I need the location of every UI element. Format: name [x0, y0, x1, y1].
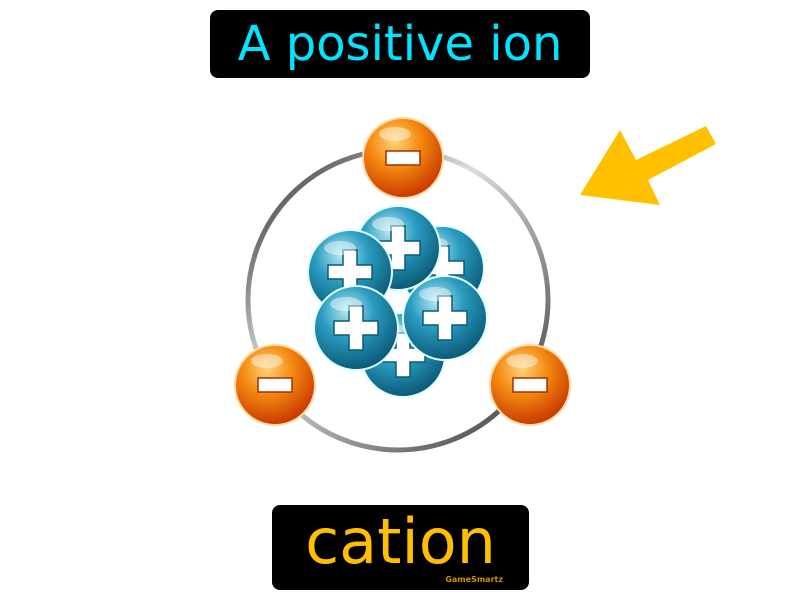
proton — [313, 285, 399, 371]
term-text: cation — [305, 505, 496, 578]
definition-box: A positive ion — [210, 10, 590, 78]
definition-text: A positive ion — [237, 16, 563, 72]
proton — [402, 275, 488, 361]
electron-minus-icon — [512, 377, 548, 393]
electron-minus-icon — [385, 150, 421, 166]
electron — [234, 344, 316, 426]
proton-plus-icon — [422, 295, 468, 341]
term-box: cation GameSmartz — [272, 505, 529, 590]
electron — [362, 117, 444, 199]
electron — [489, 344, 571, 426]
electron-minus-icon — [257, 377, 293, 393]
proton-plus-icon — [333, 305, 379, 351]
arrow-icon — [580, 126, 716, 205]
logo: GameSmartz — [445, 575, 503, 584]
